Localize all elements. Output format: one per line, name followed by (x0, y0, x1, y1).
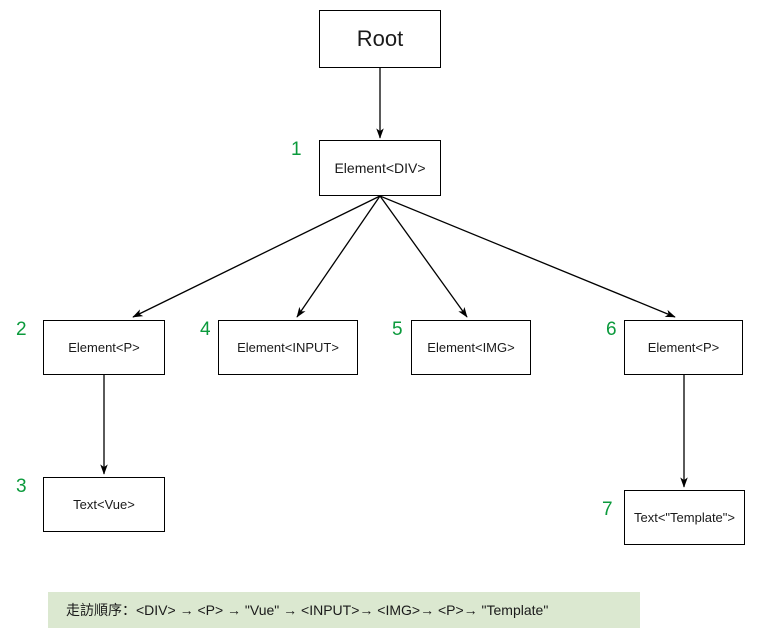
node-root-label: Root (356, 26, 404, 51)
node-root[interactable]: Root (319, 10, 441, 68)
node-img[interactable]: Element<IMG> (411, 320, 531, 375)
edge-group (100, 68, 688, 488)
node-div-label: Element<DIV> (334, 160, 426, 176)
node-input-label: Element<INPUT> (237, 340, 339, 355)
order-index-input: 4 (200, 319, 211, 340)
node-img-label: Element<IMG> (427, 340, 515, 355)
node-text1-label: Text<Vue> (73, 497, 135, 512)
order-index-p1: 2 (16, 319, 27, 340)
order-index-img: 5 (392, 319, 403, 340)
node-p1-label: Element<P> (68, 340, 140, 355)
edge-div-to-p1 (132, 195, 381, 318)
traversal-order-caption: 走訪順序：<DIV> → <P> → "Vue" → <INPUT>→ <IMG… (48, 592, 640, 628)
order-index-div: 1 (291, 139, 302, 160)
traversal-order-text: 走訪順序：<DIV> → <P> → "Vue" → <INPUT>→ <IMG… (66, 602, 549, 618)
order-index-p2: 6 (606, 319, 617, 340)
node-text1[interactable]: Text<Vue> (43, 477, 165, 532)
edge-div-to-img (379, 195, 468, 318)
node-input[interactable]: Element<INPUT> (218, 320, 358, 375)
edge-div-to-input (296, 195, 381, 318)
order-index-text2: 7 (602, 499, 613, 520)
node-p1[interactable]: Element<P> (43, 320, 165, 375)
order-index-text1: 3 (16, 476, 27, 497)
node-p2[interactable]: Element<P> (624, 320, 743, 375)
node-p2-label: Element<P> (647, 340, 720, 355)
node-text2-label: Text<"Template"> (633, 510, 735, 525)
edge-div-to-p2 (379, 195, 676, 318)
node-div[interactable]: Element<DIV> (319, 140, 441, 196)
node-text2[interactable]: Text<"Template"> (624, 490, 745, 545)
